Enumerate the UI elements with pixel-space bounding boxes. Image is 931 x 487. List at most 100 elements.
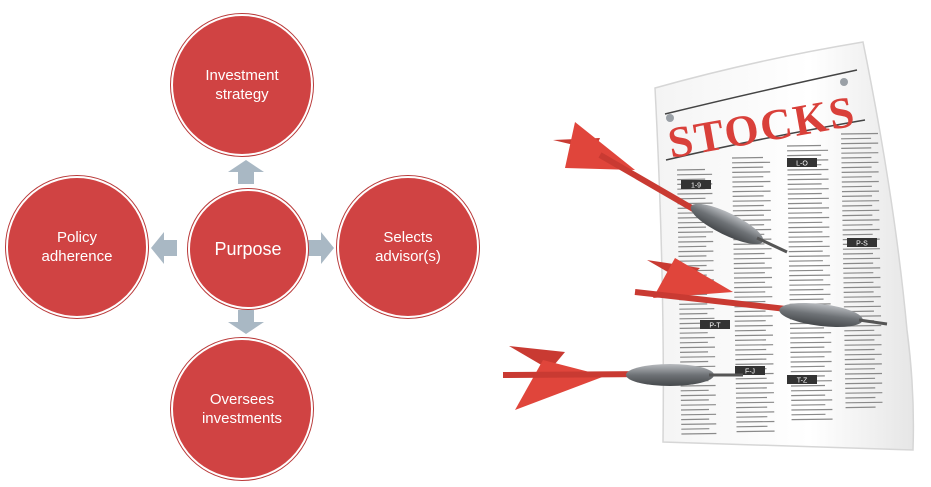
listing-line — [790, 346, 825, 349]
listing-line — [736, 430, 775, 433]
listing-line — [733, 243, 765, 245]
listing-line — [845, 401, 883, 404]
listing-line — [789, 269, 824, 272]
listing-line — [678, 231, 714, 233]
listing-line — [679, 308, 715, 310]
listing-line — [844, 353, 882, 356]
listing-line — [732, 204, 764, 207]
section-label-text: P-S — [856, 241, 868, 248]
listing-line — [843, 286, 881, 289]
listing-line — [841, 147, 872, 149]
listing-line — [788, 255, 830, 257]
listing-line — [788, 221, 823, 224]
listing-line — [734, 291, 766, 293]
listing-line — [735, 396, 768, 399]
listing-line — [734, 310, 766, 313]
listing-line — [680, 389, 709, 392]
listing-line — [787, 188, 829, 190]
listing-line — [789, 279, 824, 281]
arrow-left-icon — [151, 232, 177, 264]
dart-top — [553, 122, 788, 254]
newspaper: STOCKS 1-9L-OP-TF-JP-ST-Z — [654, 41, 915, 451]
section-label-text: P-T — [709, 323, 721, 330]
listing-line — [732, 214, 764, 217]
section-label-box — [735, 366, 765, 375]
section-label-box — [787, 158, 817, 167]
listing-line — [681, 423, 717, 425]
listing-line — [842, 233, 873, 236]
listing-line — [788, 231, 823, 233]
listing-line — [790, 351, 832, 353]
listing-line — [733, 262, 765, 265]
listing-line — [736, 416, 768, 418]
listing-line — [790, 365, 825, 368]
listing-line — [734, 296, 773, 298]
listing-line — [732, 171, 771, 173]
listing-line — [680, 394, 716, 397]
listing-line — [736, 420, 775, 423]
listing-line — [680, 360, 709, 363]
listing-line — [789, 288, 824, 291]
listing-line — [841, 152, 879, 154]
listing-line — [736, 425, 768, 428]
listing-line — [841, 185, 872, 188]
listing-line — [789, 298, 824, 301]
listing-line — [732, 166, 764, 169]
listing-line — [790, 370, 832, 373]
listing-line — [787, 149, 829, 152]
listing-line — [789, 274, 831, 277]
section-labels: 1-9L-OP-TF-JP-ST-Z — [681, 158, 877, 385]
listing-line — [842, 252, 874, 255]
listing-line — [681, 428, 710, 430]
listing-line — [788, 245, 830, 248]
listing-line — [844, 348, 875, 351]
listing-line — [791, 413, 826, 416]
listing-line — [735, 339, 767, 341]
listing-line — [736, 401, 775, 404]
listing-line — [788, 240, 823, 243]
listing-line — [732, 209, 771, 212]
listing-line — [791, 389, 833, 392]
pin-icon — [840, 78, 848, 86]
listing-line — [731, 156, 764, 159]
listing-line — [841, 137, 872, 140]
listing-line — [843, 272, 874, 274]
listing-line — [788, 250, 823, 253]
listing-line — [733, 252, 765, 255]
listing-line — [788, 264, 831, 267]
listing-line — [732, 176, 764, 178]
listing-line — [841, 142, 879, 145]
section-label-box — [700, 320, 730, 329]
section-label-box — [681, 180, 711, 189]
dart-bottom — [502, 346, 743, 410]
listing-line — [790, 327, 825, 329]
section-label-box — [787, 375, 817, 384]
listing-line — [678, 250, 714, 253]
listing-line — [791, 408, 833, 411]
listing-line — [787, 192, 822, 195]
listing-line — [679, 332, 708, 334]
listing-line — [732, 161, 771, 164]
listing-line — [845, 396, 876, 399]
dart-middle — [634, 258, 888, 328]
section-label-text: 1-9 — [691, 183, 701, 190]
listing-line — [734, 281, 766, 284]
listing-line — [678, 255, 707, 257]
listing-line — [791, 418, 833, 421]
pin-icon — [666, 114, 674, 122]
listing-line — [680, 408, 710, 411]
listing-line — [681, 432, 717, 435]
listing-line — [786, 144, 822, 147]
listing-line — [735, 348, 767, 351]
listing-line — [735, 382, 774, 385]
listing-line — [735, 358, 767, 361]
listing-line — [679, 336, 715, 339]
listing-line — [788, 226, 830, 229]
listing-line — [788, 260, 823, 262]
listing-line — [841, 180, 879, 183]
node-selects-advisors: Selects advisor(s) — [337, 176, 479, 318]
listing-line — [788, 216, 830, 219]
listing-line — [734, 315, 773, 317]
listing-line — [679, 317, 715, 320]
listing-line — [844, 368, 875, 370]
